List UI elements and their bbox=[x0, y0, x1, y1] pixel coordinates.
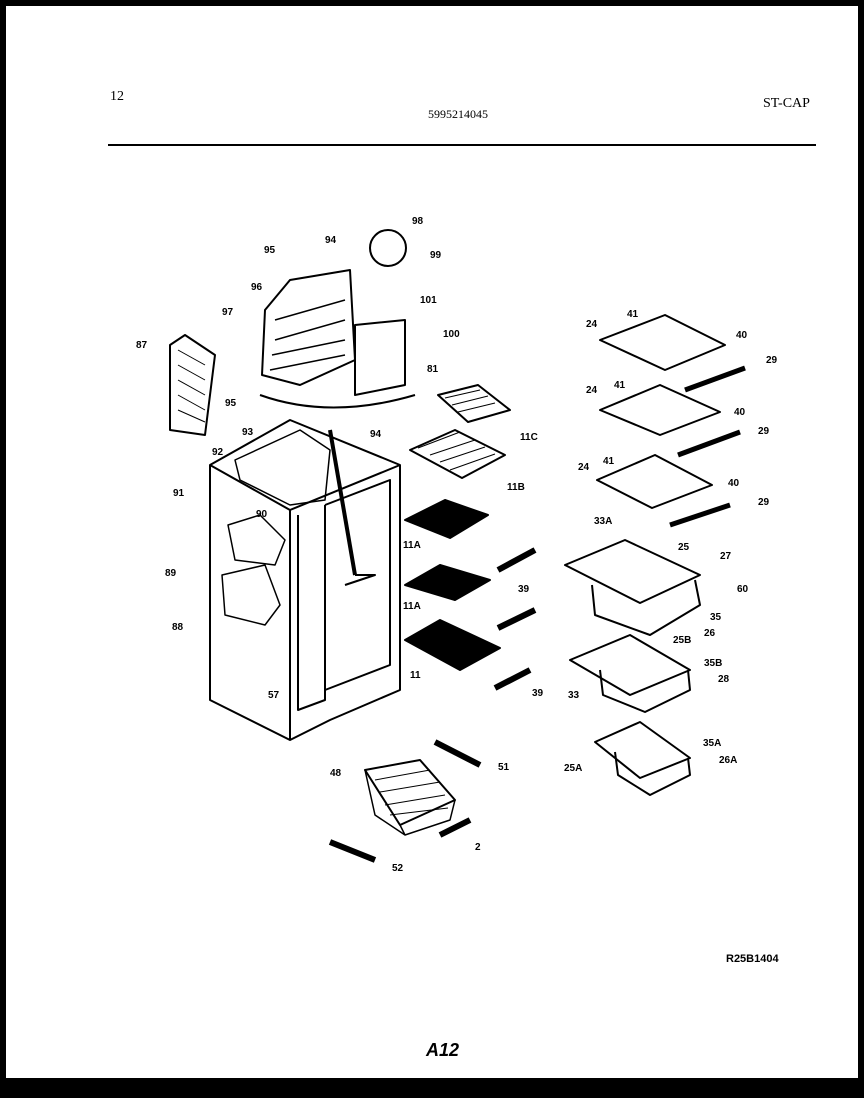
callout: 26 bbox=[704, 628, 716, 639]
shelf-rails bbox=[669, 365, 746, 528]
callout: 24 bbox=[586, 385, 598, 396]
callout-labels: 98 95 94 99 96 101 97 100 87 81 95 94 11… bbox=[136, 216, 778, 874]
callout: 29 bbox=[758, 426, 770, 437]
callout: 101 bbox=[420, 295, 437, 306]
callout: 94 bbox=[370, 429, 382, 440]
page-number: 12 bbox=[110, 89, 124, 104]
callout: 99 bbox=[430, 250, 442, 261]
callout: 25 bbox=[678, 542, 690, 553]
callout: 41 bbox=[627, 309, 639, 320]
callout: 93 bbox=[242, 427, 254, 438]
callout: 2 bbox=[475, 842, 481, 853]
callout: 35A bbox=[703, 738, 721, 749]
detail-circle bbox=[369, 229, 407, 267]
callout: 27 bbox=[720, 551, 732, 562]
callout: 39 bbox=[518, 584, 530, 595]
callout: 33A bbox=[594, 516, 612, 527]
callout: 24 bbox=[578, 462, 590, 473]
callout: 25B bbox=[673, 635, 691, 646]
callout: 60 bbox=[737, 584, 749, 595]
callout: 51 bbox=[498, 762, 510, 773]
callout: 11A bbox=[403, 540, 421, 551]
callout: 95 bbox=[264, 245, 276, 256]
callout: 91 bbox=[173, 488, 185, 499]
part-number: 5995214045 bbox=[428, 107, 488, 121]
freezer-liner-panel bbox=[221, 429, 331, 626]
wire-shelves bbox=[404, 499, 501, 671]
callout: 88 bbox=[172, 622, 184, 633]
callout: 24 bbox=[586, 319, 598, 330]
drawing-reference: R25B1404 bbox=[726, 953, 779, 965]
callout: 89 bbox=[165, 568, 177, 579]
freezer-shelves bbox=[409, 384, 511, 479]
callout: 97 bbox=[222, 307, 234, 318]
callout: 48 bbox=[330, 768, 342, 779]
crisper-drawers bbox=[564, 539, 701, 796]
callout: 33 bbox=[568, 690, 580, 701]
callout: 40 bbox=[728, 478, 740, 489]
callout: 41 bbox=[603, 456, 615, 467]
header-rule bbox=[108, 144, 816, 146]
page-code: A12 bbox=[426, 1040, 460, 1060]
vent-panel bbox=[169, 334, 216, 436]
page-background bbox=[6, 6, 858, 1078]
callout: 41 bbox=[614, 380, 626, 391]
callout: 25A bbox=[564, 763, 582, 774]
callout: 92 bbox=[212, 447, 224, 458]
wire-basket bbox=[364, 759, 456, 836]
callout: 35 bbox=[710, 612, 722, 623]
callout: 11C bbox=[520, 432, 538, 443]
callout: 39 bbox=[532, 688, 544, 699]
callout: 28 bbox=[718, 674, 730, 685]
callout: 52 bbox=[392, 863, 404, 874]
callout: 29 bbox=[766, 355, 778, 366]
callout: 11 bbox=[410, 670, 421, 681]
callout: 81 bbox=[427, 364, 439, 375]
callout: 57 bbox=[268, 690, 280, 701]
evaporator-cover bbox=[259, 269, 416, 409]
callout: 87 bbox=[136, 340, 148, 351]
shelf-brackets bbox=[328, 547, 537, 863]
callout: 100 bbox=[443, 329, 460, 340]
callout: 26A bbox=[719, 755, 737, 766]
callout: 90 bbox=[256, 509, 268, 520]
callout: 40 bbox=[736, 330, 748, 341]
refrigerator-cabinet bbox=[209, 419, 401, 741]
callout: 96 bbox=[251, 282, 263, 293]
callout: 11A bbox=[403, 601, 421, 612]
callout: 35B bbox=[704, 658, 722, 669]
model-code: ST-CAP bbox=[763, 96, 810, 111]
glass-shelves bbox=[596, 314, 726, 509]
callout: 11B bbox=[507, 482, 525, 493]
callout: 94 bbox=[325, 235, 337, 246]
callout: 40 bbox=[734, 407, 746, 418]
callout: 95 bbox=[225, 398, 237, 409]
callout: 29 bbox=[758, 497, 770, 508]
callout: 98 bbox=[412, 216, 424, 227]
